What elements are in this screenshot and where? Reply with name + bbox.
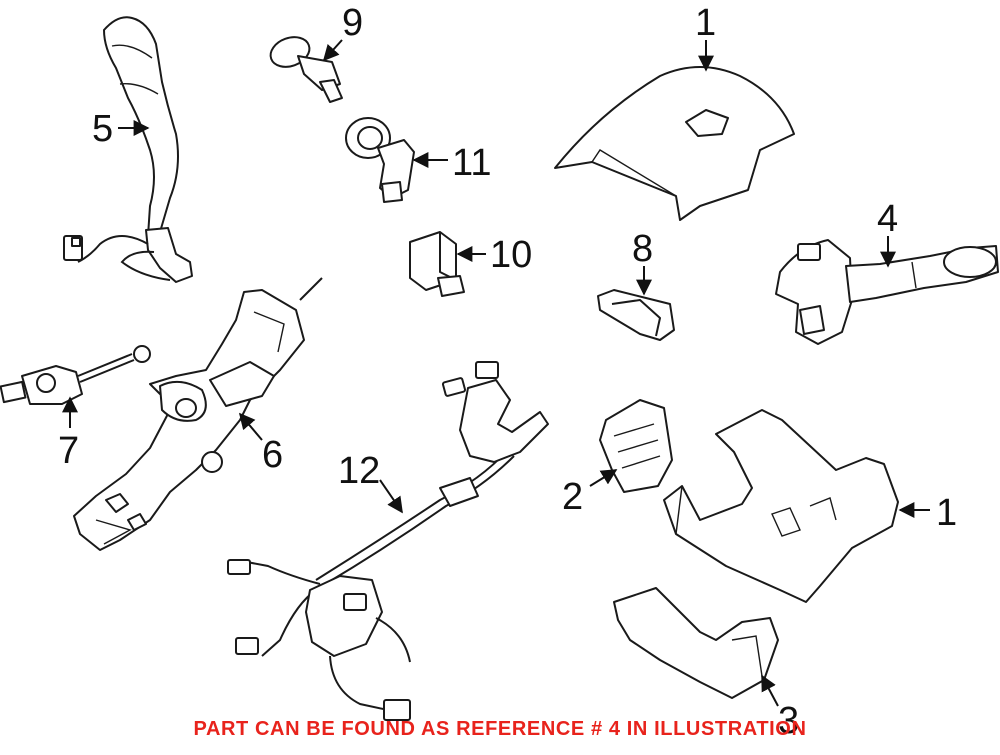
callout-1-lower: 1 [936,492,958,534]
callout-5: 5 [92,108,114,150]
part-9-plug [269,36,343,103]
part-3-lower-trim [613,587,779,699]
part-11-switch [345,117,415,203]
callout-7: 7 [58,430,80,472]
leader-3 [761,674,779,707]
leader-2 [589,469,618,487]
reference-notice: PART CAN BE FOUND AS REFERENCE # 4 IN IL… [193,718,807,740]
callout-2: 2 [562,476,584,518]
callout-3: 3 [778,700,800,742]
callout-1-top: 1 [695,2,717,44]
leader-9 [322,39,343,62]
callout-8: 8 [632,228,654,270]
callout-10: 10 [490,234,533,276]
callout-12: 12 [338,450,381,492]
part-7-lock-cylinder [0,345,151,405]
part-1-upper-cover [554,66,795,221]
callout-4: 4 [877,198,899,240]
part-5-shift-lever [63,16,193,283]
part-1-lower-cover [663,409,899,603]
part-12-wiring-harness [227,361,549,721]
callout-6: 6 [262,434,284,476]
part-10-connector [409,231,465,297]
part-2-trim [599,399,673,493]
part-4-combination-switch [775,239,999,345]
leader-6 [238,412,263,441]
part-6-steering-column [73,277,323,551]
leader-12 [379,479,403,514]
part-8-clip [597,289,675,341]
callout-11: 11 [452,142,492,184]
leader-lines [62,39,930,707]
callout-9: 9 [342,2,364,44]
